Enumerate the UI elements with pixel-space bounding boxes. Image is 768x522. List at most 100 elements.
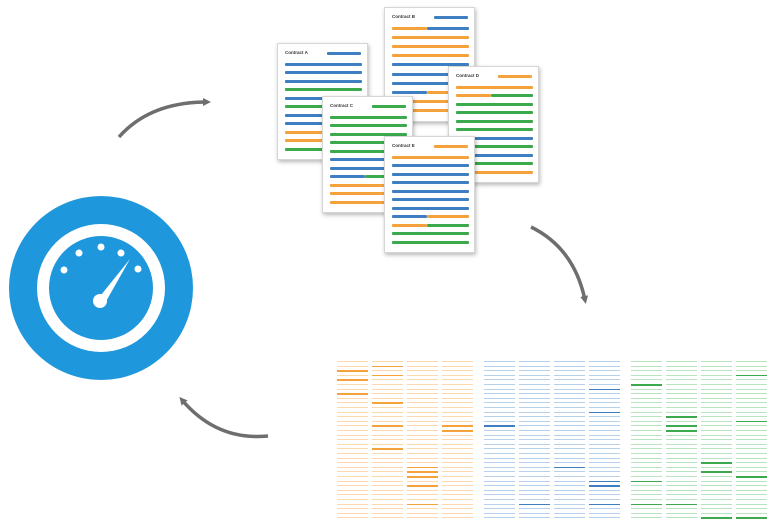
grid-line <box>666 402 697 404</box>
grid-line <box>554 416 585 418</box>
grid-line <box>666 365 697 367</box>
grid-line <box>407 393 438 395</box>
document-line <box>330 158 407 162</box>
document-line <box>426 215 469 219</box>
grid-line <box>442 361 473 362</box>
grid-line <box>442 370 473 372</box>
grid-line <box>701 384 732 385</box>
grid-line <box>407 420 438 422</box>
grid-line <box>337 489 368 491</box>
document-line <box>392 156 469 159</box>
document-line <box>490 94 533 98</box>
grid-line <box>519 384 550 385</box>
grid-line <box>372 402 403 404</box>
grid-line <box>554 379 585 381</box>
grid-line <box>484 466 515 468</box>
grid-line <box>736 402 767 404</box>
grid-line <box>484 416 515 418</box>
grid-line <box>519 407 550 408</box>
grid-line <box>631 453 662 454</box>
grid-line <box>631 462 662 464</box>
grid-line <box>337 453 368 454</box>
grid-line <box>554 411 585 413</box>
grid-line <box>372 443 403 445</box>
grid-line <box>589 425 620 427</box>
grid-line <box>442 420 473 422</box>
grid-line <box>631 471 662 473</box>
grid-line <box>554 439 585 441</box>
grid-line <box>631 508 662 510</box>
document-header-bar <box>434 145 468 148</box>
grid-line <box>554 430 585 431</box>
document-line <box>456 102 533 106</box>
grid-line <box>484 361 515 362</box>
document-header-bar <box>498 75 532 78</box>
grid-line <box>554 494 585 496</box>
gauge-tick <box>75 249 83 257</box>
grid-line <box>554 517 585 519</box>
grid-line <box>554 425 585 427</box>
grid-line <box>666 476 697 477</box>
document-line <box>392 81 469 85</box>
grid-line <box>631 466 662 468</box>
grid-line <box>519 489 550 491</box>
document-line <box>392 27 427 30</box>
grid-line <box>554 388 585 390</box>
grid-line <box>372 420 403 422</box>
grid-line <box>484 471 515 473</box>
grid-line <box>701 466 732 468</box>
grid-line <box>484 453 515 454</box>
grid-line <box>407 517 438 519</box>
grid-line <box>701 374 732 376</box>
grid-line <box>736 517 767 519</box>
grid-line <box>589 384 620 385</box>
grid-line <box>736 416 767 418</box>
document-line <box>285 63 362 66</box>
grid-line <box>701 434 732 436</box>
grid-line <box>337 425 368 427</box>
grid-line <box>442 466 473 468</box>
grid-line <box>589 434 620 436</box>
grid-line <box>701 439 732 441</box>
grid-line <box>519 457 550 459</box>
grid-line <box>407 448 438 450</box>
grid-line <box>442 499 473 500</box>
grid-line <box>701 393 732 395</box>
grid-line <box>484 512 515 514</box>
grid-line <box>442 508 473 510</box>
grid-line <box>484 393 515 395</box>
grid-line <box>372 471 403 473</box>
grid-line <box>519 462 550 464</box>
document-line <box>330 200 407 204</box>
grid-line <box>631 503 662 506</box>
grid-line <box>337 499 368 500</box>
document-line <box>392 72 469 76</box>
grid-line <box>736 462 767 464</box>
grid-line <box>589 466 620 468</box>
grid-line <box>666 517 697 519</box>
grid-line <box>407 476 438 478</box>
document-line <box>330 149 407 153</box>
grid-line <box>736 448 767 450</box>
grid-line <box>701 517 732 519</box>
grid-line <box>337 384 368 385</box>
document-line <box>456 119 533 123</box>
grid-line <box>519 439 550 441</box>
grid-line <box>337 439 368 441</box>
grid-line <box>701 365 732 367</box>
grid-line <box>442 439 473 441</box>
grid-line <box>589 430 620 431</box>
grid-line <box>484 374 515 376</box>
grid-line <box>589 448 620 450</box>
grid-line <box>701 443 732 445</box>
grid-line <box>442 471 473 473</box>
grid-line <box>407 361 438 362</box>
grid-line <box>337 517 368 519</box>
document-title: Contract D <box>456 73 480 78</box>
grid-line <box>372 448 403 450</box>
grid-line <box>736 384 767 385</box>
grid-line <box>484 494 515 496</box>
grid-line <box>736 397 767 399</box>
grid-line <box>442 411 473 413</box>
grid-line <box>337 361 368 362</box>
